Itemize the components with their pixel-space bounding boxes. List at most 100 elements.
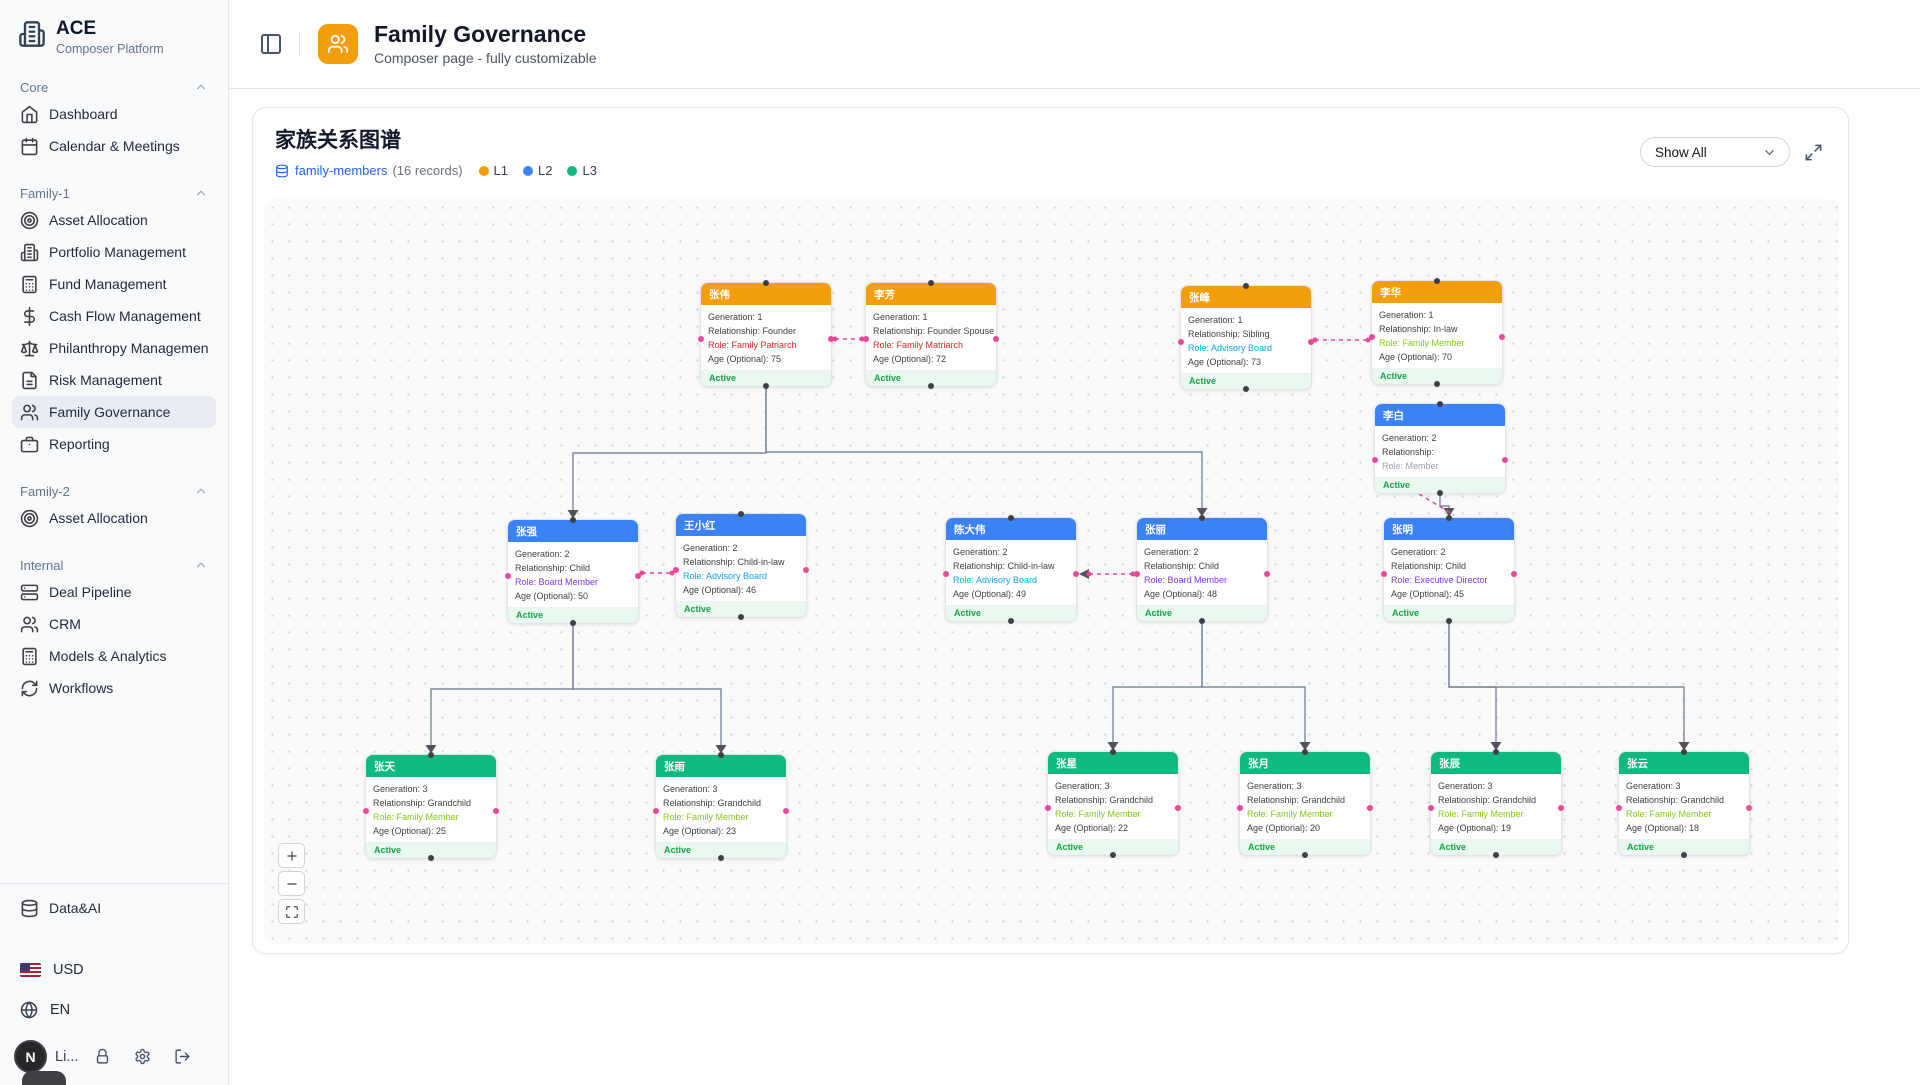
app-logo[interactable]: ACE Composer Platform [12,14,216,56]
connection-handle[interactable] [1110,749,1116,755]
connection-handle[interactable] [1199,515,1205,521]
connection-handle[interactable] [763,280,769,286]
connection-handle[interactable] [1372,457,1378,463]
connection-handle[interactable] [738,614,744,620]
sidebar-item-workflows[interactable]: Workflows [12,672,216,704]
connection-handle[interactable] [1237,805,1243,811]
connection-handle[interactable] [428,855,434,861]
sidebar-item-family-governance[interactable]: Family Governance [12,396,216,428]
sidebar-item-fund-management[interactable]: Fund Management [12,268,216,300]
lock-icon[interactable] [94,1048,111,1065]
dataset-name[interactable]: family-members [295,163,388,178]
connection-handle[interactable] [1264,571,1270,577]
connection-handle[interactable] [1302,852,1308,858]
connection-handle[interactable] [363,808,369,814]
sidebar-item-asset-allocation[interactable]: Asset Allocation [12,502,216,534]
connection-handle[interactable] [1110,852,1116,858]
connection-handle[interactable] [1073,571,1079,577]
connection-handle[interactable] [828,336,834,342]
sidebar-item-philanthropy-management[interactable]: Philanthropy Management [12,332,216,364]
connection-handle[interactable] [783,808,789,814]
sidebar-item-calendar-meetings[interactable]: Calendar & Meetings [12,130,216,162]
connection-handle[interactable] [493,808,499,814]
connection-handle[interactable] [738,511,744,517]
connection-handle[interactable] [1134,571,1140,577]
section-header-core[interactable]: Core [12,76,216,98]
connection-handle[interactable] [1008,515,1014,521]
connection-handle[interactable] [928,280,934,286]
connection-handle[interactable] [1175,805,1181,811]
language-selector[interactable]: EN [12,994,216,1026]
connection-handle[interactable] [1511,571,1517,577]
connection-handle[interactable] [1178,339,1184,345]
connection-handle[interactable] [428,752,434,758]
connection-handle[interactable] [653,808,659,814]
sidebar-item-reporting[interactable]: Reporting [12,428,216,460]
connection-handle[interactable] [1499,334,1505,340]
connection-handle[interactable] [1437,401,1443,407]
connection-handle[interactable] [993,336,999,342]
connection-handle[interactable] [863,336,869,342]
connection-handle[interactable] [1008,618,1014,624]
sidebar-item-crm[interactable]: CRM [12,608,216,640]
connection-handle[interactable] [1681,852,1687,858]
connection-handle[interactable] [1437,490,1443,496]
sidebar-item-data-ai[interactable]: Data&AI [12,892,216,924]
connection-handle[interactable] [1428,805,1434,811]
connection-handle[interactable] [1243,283,1249,289]
sidebar-item-deal-pipeline[interactable]: Deal Pipeline [12,576,216,608]
connection-handle[interactable] [943,571,949,577]
connection-handle[interactable] [1446,515,1452,521]
zoom-out-button[interactable] [278,871,305,896]
gear-icon[interactable] [134,1048,151,1065]
connection-handle[interactable] [803,567,809,573]
connection-handle[interactable] [1746,805,1752,811]
connection-handle[interactable] [698,336,704,342]
fit-view-button[interactable] [278,899,305,924]
section-header-family-2[interactable]: Family-2 [12,480,216,502]
panel-toggle-icon[interactable] [259,32,283,56]
connection-handle[interactable] [635,573,641,579]
sidebar-item-risk-management[interactable]: Risk Management [12,364,216,396]
connection-handle[interactable] [1243,386,1249,392]
sidebar-item-cash-flow-management[interactable]: Cash Flow Management [12,300,216,332]
currency-selector[interactable]: USD [12,954,216,986]
connection-handle[interactable] [1493,852,1499,858]
connection-handle[interactable] [570,620,576,626]
sidebar-item-portfolio-management[interactable]: Portfolio Management [12,236,216,268]
logout-icon[interactable] [174,1048,191,1065]
sidebar-item-models-analytics[interactable]: Models & Analytics [12,640,216,672]
connection-handle[interactable] [1199,618,1205,624]
connection-handle[interactable] [928,383,934,389]
connection-handle[interactable] [1434,381,1440,387]
connection-handle[interactable] [1434,278,1440,284]
connection-handle[interactable] [1493,749,1499,755]
section-header-family-1[interactable]: Family-1 [12,182,216,204]
connection-handle[interactable] [1367,805,1373,811]
connection-handle[interactable] [673,567,679,573]
connection-handle[interactable] [1502,457,1508,463]
connection-handle[interactable] [763,383,769,389]
sidebar-item-asset-allocation[interactable]: Asset Allocation [12,204,216,236]
connection-handle[interactable] [718,855,724,861]
expand-icon[interactable] [1804,143,1823,162]
avatar[interactable]: N [14,1040,47,1073]
connection-handle[interactable] [1558,805,1564,811]
zoom-in-button[interactable] [278,843,305,868]
